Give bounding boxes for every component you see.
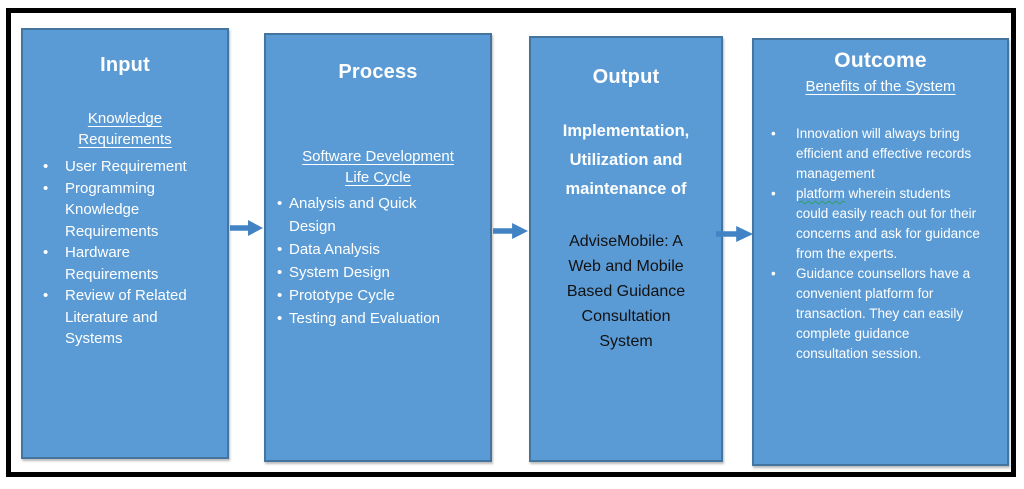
list-item: Programming Knowledge Requirements (23, 178, 209, 243)
list-item: Testing and Evaluation (266, 307, 440, 330)
list-item: Analysis and Quick Design (266, 192, 440, 238)
outcome-box: Outcome Benefits of the System Innovatio… (752, 38, 1009, 466)
process-heading: Software Development Life Cycle (302, 148, 454, 186)
list-item: Hardware Requirements (23, 242, 209, 285)
outcome-title: Outcome (834, 49, 927, 72)
system-name-text: AdviseMobile: A Web and Mobile Based Gui… (566, 233, 686, 350)
input-list: User Requirement Programming Knowledge R… (23, 156, 209, 350)
input-process-arrow-icon (230, 220, 263, 236)
input-title: Input (100, 54, 150, 76)
list-item: Innovation will always bring efficient a… (754, 124, 985, 184)
list-item: Data Analysis (266, 238, 440, 261)
bullet-text: wherein students could easily reach out … (796, 186, 980, 261)
input-box: Input Knowledge Requirements User Requir… (21, 28, 229, 459)
process-output-arrow-icon (493, 223, 528, 239)
list-item: platform wherein students could easily r… (754, 184, 985, 264)
list-item: User Requirement (23, 156, 209, 178)
list-item: Prototype Cycle (266, 284, 440, 307)
output-box: Output Implementation, Utilization and m… (529, 36, 723, 462)
process-box: Process Software Development Life Cycle … (264, 33, 492, 462)
output-title: Output (592, 66, 660, 88)
input-heading: Knowledge Requirements (78, 110, 172, 148)
outcome-heading: Benefits of the System (805, 78, 956, 95)
list-item: Review of Related Literature and Systems (23, 285, 209, 350)
list-item: System Design (266, 261, 440, 284)
outer-frame (6, 8, 1016, 477)
output-outcome-arrow-icon (716, 226, 753, 242)
output-subtitle: Implementation, Utilization and maintena… (562, 122, 690, 198)
process-list: Analysis and Quick Design Data Analysis … (266, 192, 440, 330)
process-title: Process (338, 61, 418, 83)
outcome-list: Innovation will always bring efficient a… (754, 124, 985, 364)
list-item: Guidance counsellors have a convenient p… (754, 264, 985, 364)
squiggle-word: platform (796, 186, 845, 201)
